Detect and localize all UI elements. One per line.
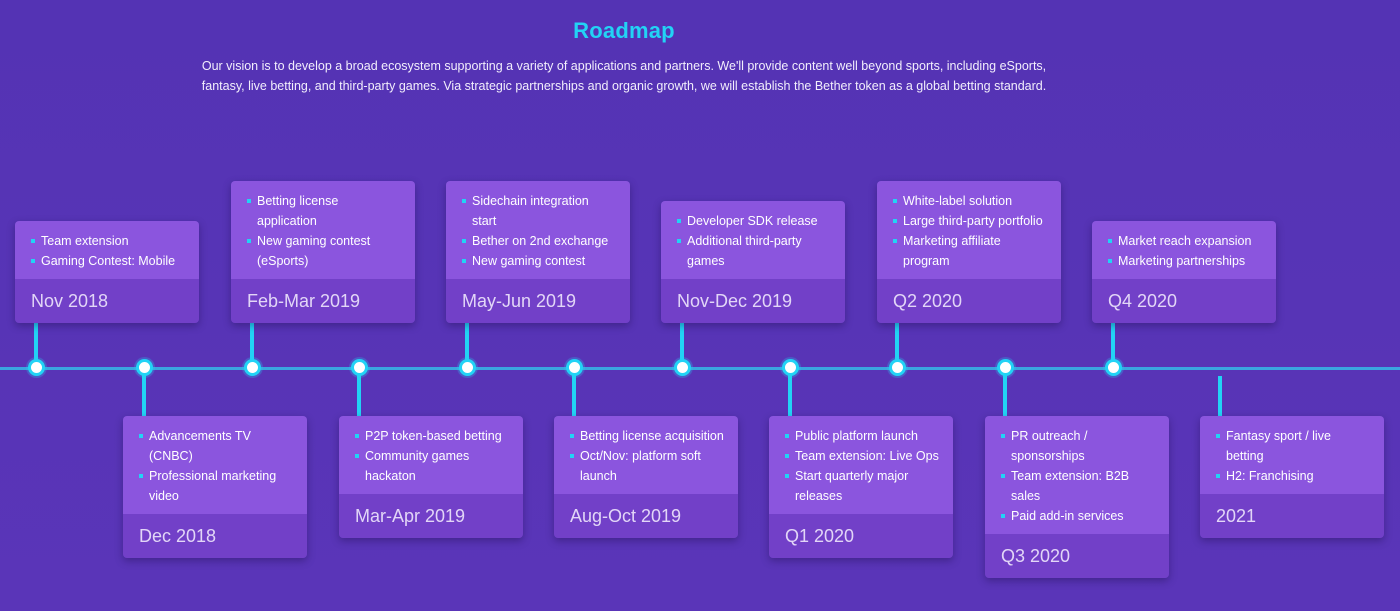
milestone-card: Sidechain integration start Bether on 2n… xyxy=(446,181,630,323)
milestone-item: Advancements TV (CNBC) xyxy=(139,426,293,466)
milestone-item: Betting license application xyxy=(247,191,401,231)
milestone-card: Public platform launch Team extension: L… xyxy=(769,416,953,558)
milestone-item: Oct/Nov: platform soft launch xyxy=(570,446,724,486)
milestone-item: Gaming Contest: Mobile xyxy=(31,251,185,271)
timeline-dot xyxy=(459,359,476,376)
milestone-item: PR outreach / sponsorships xyxy=(1001,426,1155,466)
milestone-item: Fantasy sport / live betting xyxy=(1216,426,1370,466)
milestone-date: Nov 2018 xyxy=(15,279,199,323)
timeline-dot xyxy=(244,359,261,376)
milestone-date: Q2 2020 xyxy=(877,279,1061,323)
milestone-card: White-label solution Large third-party p… xyxy=(877,181,1061,323)
milestone-item: Team extension: B2B sales xyxy=(1001,466,1155,506)
milestone-item: Marketing partnerships xyxy=(1108,251,1262,271)
milestone-card: Market reach expansion Marketing partner… xyxy=(1092,221,1276,323)
milestone-card: Advancements TV (CNBC) Professional mark… xyxy=(123,416,307,558)
milestone-date: Q1 2020 xyxy=(769,514,953,558)
milestone-item: Sidechain integration start xyxy=(462,191,616,231)
milestone-item: Public platform launch xyxy=(785,426,939,446)
milestone-date: Dec 2018 xyxy=(123,514,307,558)
milestone-card: Team extension Gaming Contest: Mobile No… xyxy=(15,221,199,323)
timeline-dot xyxy=(28,359,45,376)
milestone-item: Additional third-party games xyxy=(677,231,831,271)
milestone-date: Q3 2020 xyxy=(985,534,1169,578)
milestone-date: Mar-Apr 2019 xyxy=(339,494,523,538)
milestone-item: Market reach expansion xyxy=(1108,231,1262,251)
timeline-dot xyxy=(997,359,1014,376)
roadmap-intro: Our vision is to develop a broad ecosyst… xyxy=(201,59,1047,93)
milestone-card: Fantasy sport / live betting H2: Franchi… xyxy=(1200,416,1384,538)
timeline-dot xyxy=(674,359,691,376)
timeline-stem xyxy=(142,369,146,416)
milestone-item: P2P token-based betting xyxy=(355,426,509,446)
milestone-item: H2: Franchising xyxy=(1216,466,1370,486)
timeline-dot xyxy=(566,359,583,376)
timeline-stem xyxy=(250,321,254,369)
timeline-stem xyxy=(1218,376,1222,416)
milestone-item: Professional marketing video xyxy=(139,466,293,506)
timeline-stem xyxy=(788,369,792,416)
timeline-stem xyxy=(34,321,38,369)
milestone-card: Betting license acquisition Oct/Nov: pla… xyxy=(554,416,738,538)
milestone-item: Bether on 2nd exchange xyxy=(462,231,616,251)
timeline-dot xyxy=(1105,359,1122,376)
timeline-stem xyxy=(895,321,899,369)
milestone-item: Team extension xyxy=(31,231,185,251)
timeline-stem xyxy=(680,321,684,369)
milestone-item: Large third-party portfolio xyxy=(893,211,1047,231)
milestone-item: New gaming contest xyxy=(462,251,616,271)
milestone-card: P2P token-based betting Community games … xyxy=(339,416,523,538)
milestone-date: 2021 xyxy=(1200,494,1384,538)
timeline-stem xyxy=(1003,369,1007,416)
page-title: Roadmap xyxy=(573,18,675,43)
milestone-item: Start quarterly major releases xyxy=(785,466,939,506)
timeline-stem xyxy=(465,321,469,369)
milestone-item: Paid add-in services xyxy=(1001,506,1155,526)
timeline-stem xyxy=(357,369,361,416)
milestone-date: Q4 2020 xyxy=(1092,279,1276,323)
timeline-stem xyxy=(1111,321,1115,369)
timeline-dot xyxy=(782,359,799,376)
timeline-dot xyxy=(136,359,153,376)
milestone-item: Marketing affiliate program xyxy=(893,231,1047,271)
milestone-card: PR outreach / sponsorships Team extensio… xyxy=(985,416,1169,578)
milestone-date: Aug-Oct 2019 xyxy=(554,494,738,538)
milestone-card: Developer SDK release Additional third-p… xyxy=(661,201,845,323)
timeline-stem xyxy=(572,369,576,416)
milestone-item: White-label solution xyxy=(893,191,1047,211)
milestone-item: Community games hackaton xyxy=(355,446,509,486)
milestone-item: Betting license acquisition xyxy=(570,426,724,446)
milestone-date: Nov-Dec 2019 xyxy=(661,279,845,323)
timeline-axis xyxy=(0,367,1400,370)
milestone-date: Feb-Mar 2019 xyxy=(231,279,415,323)
timeline-dot xyxy=(351,359,368,376)
timeline-dot xyxy=(889,359,906,376)
milestone-card: Betting license application New gaming c… xyxy=(231,181,415,323)
milestone-date: May-Jun 2019 xyxy=(446,279,630,323)
milestone-item: Team extension: Live Ops xyxy=(785,446,939,466)
milestone-item: Developer SDK release xyxy=(677,211,831,231)
milestone-item: New gaming contest (eSports) xyxy=(247,231,401,271)
